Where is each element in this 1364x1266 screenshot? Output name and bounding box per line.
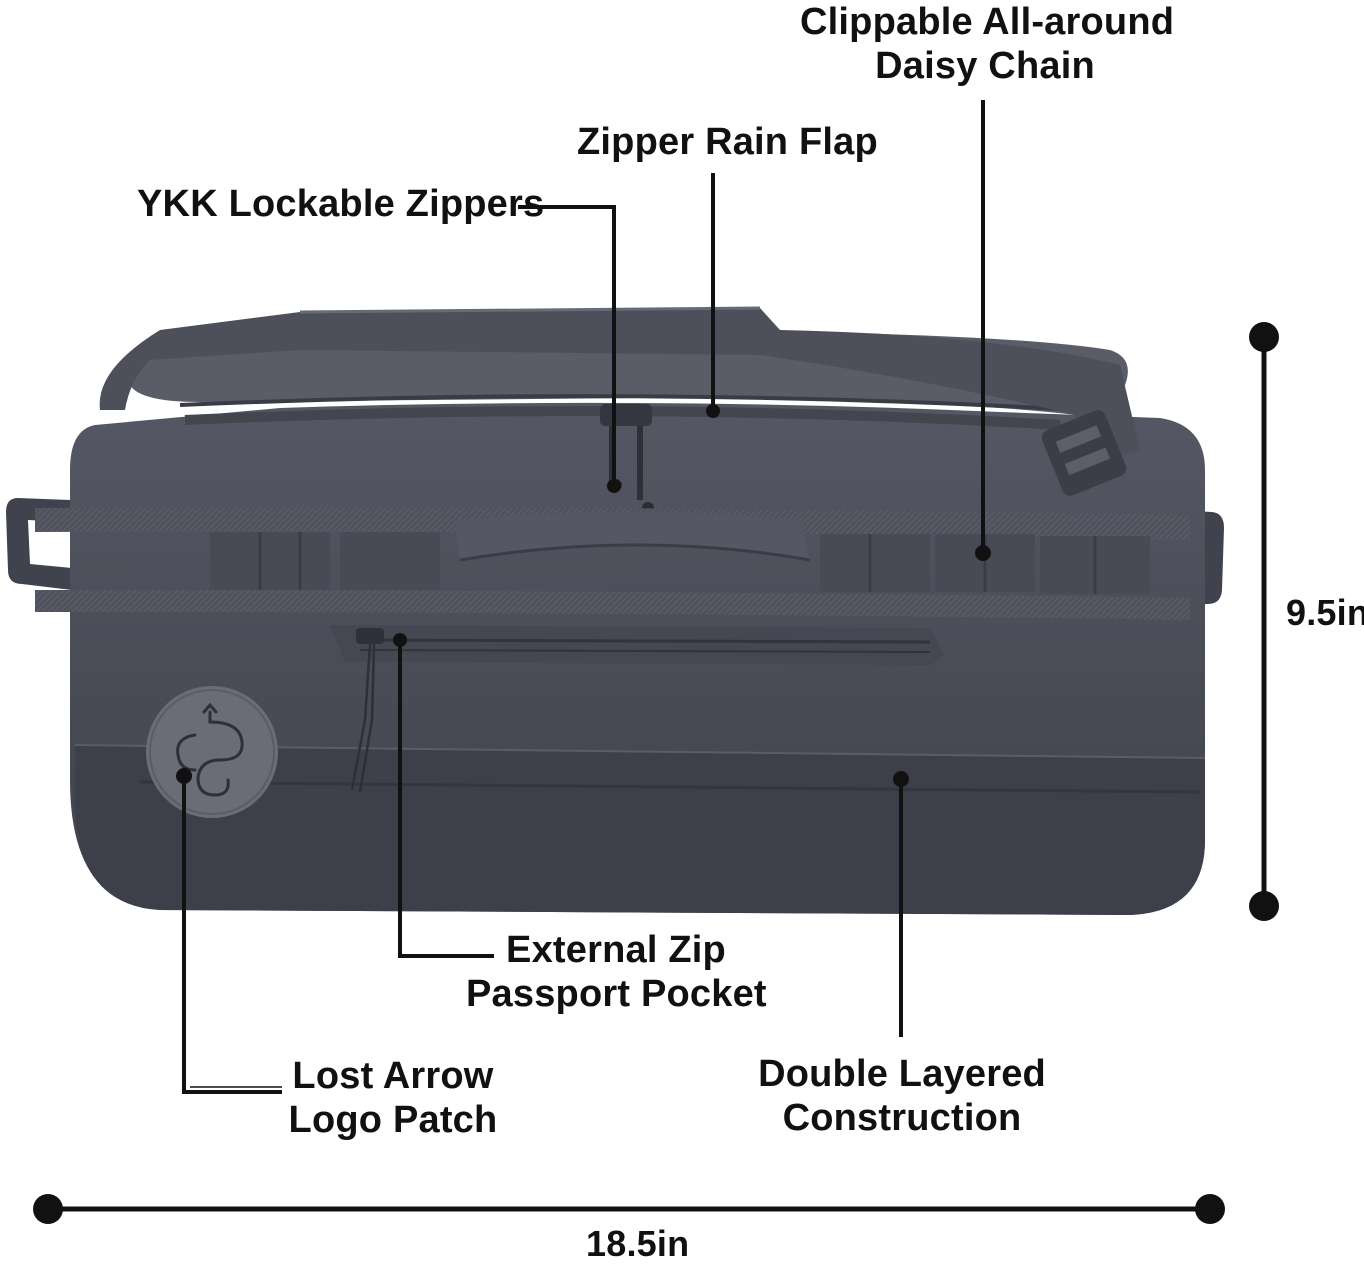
width-dimension-line [33,1194,1225,1224]
passport-pocket-label-line2: Passport Pocket [466,973,767,1015]
lost-arrow-logo-patch [146,686,278,818]
passport-pocket-label: External Zip Passport Pocket [466,928,767,1016]
width-dimension-label: 18.5in [586,1223,690,1264]
daisy-chain-webbing [35,507,1190,620]
passport-pocket [330,625,945,793]
height-dimension-label: 9.5in [1286,592,1364,633]
double-layer-panel [75,745,1205,915]
logo-patch-label-line2: Logo Patch [288,1099,498,1141]
logo-patch-label: Lost Arrow Logo Patch [288,1054,498,1142]
callout-dots [176,404,991,787]
duffel-bag-illustration [6,306,1224,915]
height-dimension-line [1249,322,1279,921]
shoulder-strap [99,308,1141,465]
rain-flap-label: Zipper Rain Flap [577,121,878,163]
leader-passport-pocket [398,640,494,958]
callout-lines [182,100,985,1094]
construction-label: Double Layered Construction [752,1052,1052,1140]
arrow-logo-icon [176,702,244,797]
logo-patch-label-line1: Lost Arrow [292,1055,494,1097]
strap-buckle [1041,410,1127,496]
daisy-chain-label-line2: Daisy Chain [875,45,1095,87]
daisy-chain-label-line1: Clippable All-around [800,1,1175,43]
construction-label-line2: Construction [782,1097,1022,1139]
passport-pocket-label-line1: External Zip [506,929,726,971]
leader-logo-patch [182,776,282,1094]
right-end-handle [1175,510,1224,606]
leader-zippers [518,205,616,486]
daisy-chain-label: Clippable All-around Daisy Chain [800,0,1175,88]
construction-label-line1: Double Layered [758,1053,1046,1095]
zippers-label: YKK Lockable Zippers [137,183,545,225]
